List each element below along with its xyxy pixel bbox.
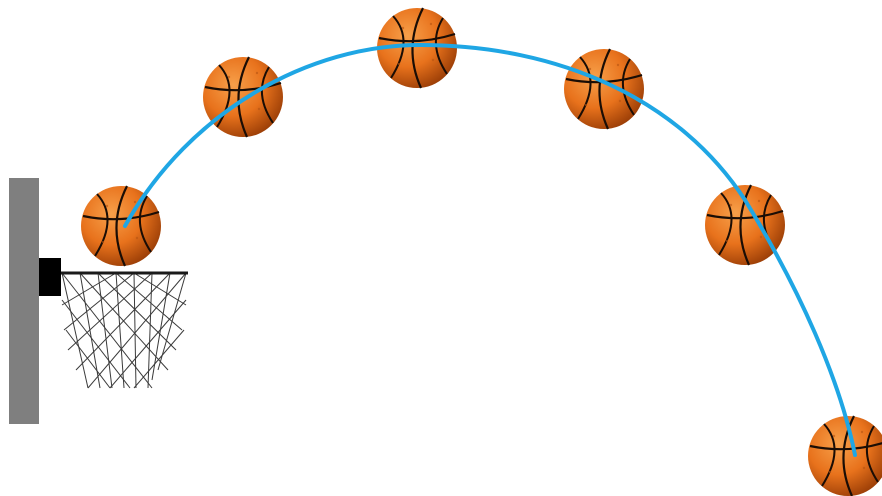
net-icon — [62, 273, 186, 388]
basketball-icon — [81, 186, 161, 266]
backboard — [9, 178, 39, 424]
basketball-icon — [808, 416, 882, 496]
rim-bracket — [39, 258, 61, 296]
basketball-icon — [203, 57, 283, 137]
basketball-icon — [564, 49, 644, 129]
